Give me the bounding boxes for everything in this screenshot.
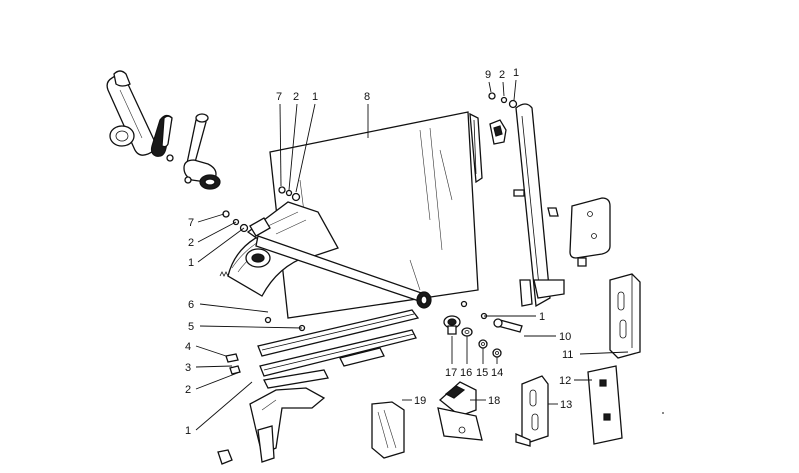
rear-window-channel [513,103,565,308]
callout-1-lower: 1 [185,425,191,437]
callout-15: 15 [476,367,488,379]
callout-7-left: 7 [188,217,194,229]
callout-1-right-top: 1 [513,67,519,79]
callout-1-top: 1 [312,91,318,103]
callout-16: 16 [460,367,472,379]
callout-2-left: 2 [188,237,194,249]
bolt-10 [493,318,523,333]
roller-17 [443,315,461,335]
glass-edge-guide [469,112,483,184]
callout-19: 19 [414,395,426,407]
callout-2-top: 2 [293,91,299,103]
channel-mounting-bracket [547,197,611,267]
cover-panel-19 [371,401,405,459]
washer-16 [461,327,473,337]
callout-1-left: 1 [188,257,194,269]
callout-18: 18 [488,395,500,407]
support-plate-11 [609,273,641,359]
lower-guide-rail [225,309,420,389]
square-plate-12 [587,365,623,445]
channel-clip [489,119,507,145]
callout-12: 12 [559,375,571,387]
bracket-block-18 [437,381,483,441]
crank-handle-alternate [150,114,174,162]
callout-3: 3 [185,362,191,374]
leader-lines [195,79,629,431]
slotted-bracket-13 [515,375,549,447]
crank-arm-assembly [183,113,221,190]
callout-17: 17 [445,367,457,379]
callout-14: 14 [491,367,503,379]
washer-15 [478,339,488,349]
callout-8: 8 [364,91,370,103]
callout-7-top: 7 [276,91,282,103]
dust-speck [662,412,664,414]
window-crank-handle [106,70,156,156]
callout-labels: 7 2 1 8 9 2 1 7 2 1 6 5 4 3 2 1 1 10 11 … [185,67,573,437]
callout-6: 6 [188,299,194,311]
callout-11: 11 [562,349,573,361]
callout-4: 4 [185,341,191,353]
lower-mounting-arm [217,387,326,465]
callout-2-right-top: 2 [499,69,505,81]
washer-14 [492,348,502,358]
regulator-lift-arm [255,235,432,309]
callout-10: 10 [559,331,571,343]
callout-9: 9 [485,69,491,81]
callout-13: 13 [560,399,572,411]
callout-5: 5 [188,321,194,333]
callout-1-right: 1 [539,311,545,323]
callout-2-lower: 2 [185,384,191,396]
